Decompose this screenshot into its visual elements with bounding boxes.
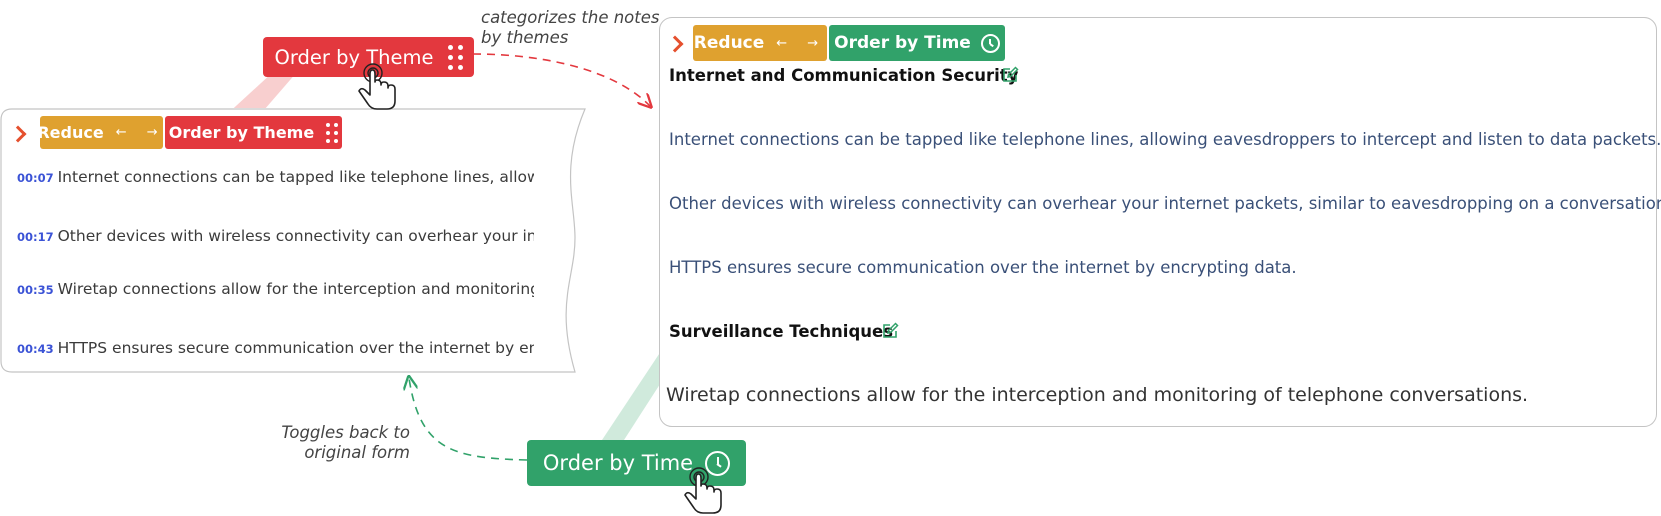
- theme-note[interactable]: Other devices with wireless connectivity…: [669, 194, 1661, 213]
- toggle-annotation-line: Toggles back to: [281, 423, 410, 442]
- theme-note[interactable]: HTTPS ensures secure communication over …: [669, 258, 1297, 277]
- categorize-annotation-line: by themes: [481, 28, 569, 47]
- note-text: HTTPS ensures secure communication over …: [57, 339, 534, 357]
- categorize-arrow: [472, 53, 650, 106]
- order-by-time-label: Order by Time: [834, 33, 971, 53]
- note-text: Other devices with wireless connectivity…: [57, 227, 534, 245]
- theme-note[interactable]: Internet connections can be tapped like …: [669, 130, 1661, 149]
- collapse-chevron-icon[interactable]: [666, 35, 684, 53]
- order-by-theme-button[interactable]: Order by Theme: [165, 116, 342, 149]
- theme-connector-band: [224, 72, 297, 117]
- order-by-theme-callout-button[interactable]: Order by Theme: [263, 37, 474, 77]
- left-right-arrows-icon: ← →: [776, 35, 827, 51]
- order-by-time-callout-button[interactable]: Order by Time: [527, 440, 746, 486]
- theme-note[interactable]: Wiretap connections allow for the interc…: [666, 384, 1529, 406]
- grip-dots-icon: [326, 122, 339, 143]
- order-by-theme-label: Order by Theme: [168, 123, 315, 142]
- clock-icon: [705, 450, 731, 476]
- torn-panel-border: [0, 108, 586, 373]
- note-timestamp[interactable]: 00:43: [17, 342, 54, 356]
- grip-dots-icon: [447, 44, 463, 70]
- theme-heading: Internet and Communication Security: [669, 66, 1019, 85]
- note-timestamp[interactable]: 00:35: [17, 283, 54, 297]
- theme-ordered-notes-panel: Reduce ← → Order by Time Internet and Co…: [659, 17, 1661, 427]
- toggle-arrow: [409, 378, 528, 461]
- toggle-annotation: Toggles back to original form: [263, 423, 410, 463]
- reduce-button[interactable]: Reduce ← →: [37, 116, 166, 149]
- categorize-annotation-line: categorizes the notes: [481, 8, 660, 27]
- categorize-annotation: categorizes the notes by themes: [481, 8, 660, 48]
- theme-heading: Surveillance Techniques: [669, 322, 894, 341]
- hand-pointer-icon: [358, 63, 396, 110]
- note-timestamp[interactable]: 00:17: [17, 230, 54, 244]
- note-text: Internet connections can be tapped like …: [57, 168, 534, 186]
- order-by-time-callout-label: Order by Time: [542, 451, 694, 475]
- left-right-arrows-icon: ← →: [115, 125, 166, 140]
- hand-pointer-icon: [684, 467, 722, 514]
- edit-icon[interactable]: [881, 322, 899, 340]
- reduce-button-label: Reduce: [37, 123, 104, 142]
- note-text: Wiretap connections allow for the interc…: [57, 280, 534, 298]
- order-by-theme-callout-label: Order by Theme: [274, 45, 434, 69]
- note-timestamp[interactable]: 00:07: [17, 171, 54, 185]
- toggle-annotation-line: original form: [304, 443, 410, 462]
- reduce-button-label: Reduce: [693, 33, 765, 53]
- order-by-time-button[interactable]: Order by Time: [829, 25, 1005, 61]
- clock-icon: [980, 33, 1000, 53]
- edit-icon[interactable]: [1001, 66, 1019, 84]
- reduce-button[interactable]: Reduce ← →: [693, 25, 827, 61]
